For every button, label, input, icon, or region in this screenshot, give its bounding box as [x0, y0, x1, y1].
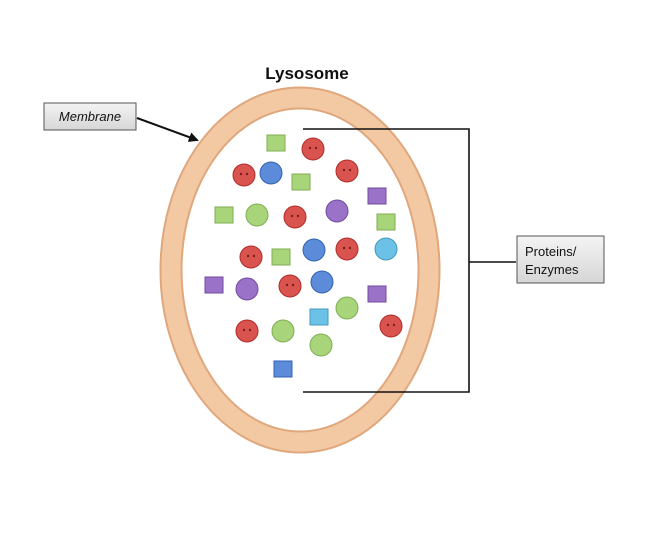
membrane-label-box	[43, 102, 137, 131]
particle-circle	[235, 277, 259, 301]
particle-square	[376, 213, 396, 231]
particle-face	[239, 245, 263, 269]
particle-square	[367, 285, 387, 303]
particle-circle	[310, 270, 334, 294]
proteins-label-line2: Enzymes	[525, 262, 579, 277]
particle-face	[232, 163, 256, 187]
particle-circle	[259, 161, 283, 185]
particle-face	[278, 274, 302, 298]
particle-square	[291, 173, 311, 191]
particle-face	[335, 237, 359, 261]
particle-group	[204, 134, 403, 378]
particle-square	[271, 248, 291, 266]
diagram-title: Lysosome	[265, 64, 348, 83]
particle-square	[214, 206, 234, 224]
particle-circle	[374, 237, 398, 261]
particle-circle	[309, 333, 333, 357]
particle-square	[367, 187, 387, 205]
particle-circle	[245, 203, 269, 227]
proteins-label-box	[516, 235, 605, 284]
particle-face	[283, 205, 307, 229]
proteins-label-line1: Proteins/	[525, 244, 577, 259]
membrane-arrow	[136, 117, 199, 142]
particle-square	[309, 308, 329, 326]
membrane-label: Membrane	[59, 109, 121, 124]
protein-bracket	[303, 128, 470, 393]
particle-face	[379, 314, 403, 338]
particle-circle	[335, 296, 359, 320]
particle-face	[301, 137, 325, 161]
particle-square	[266, 134, 286, 152]
particle-face	[235, 319, 259, 343]
particle-circle	[302, 238, 326, 262]
particle-face	[335, 159, 359, 183]
particle-circle	[271, 319, 295, 343]
particle-square	[273, 360, 293, 378]
membrane-ring-fill	[161, 88, 439, 452]
particle-circle	[325, 199, 349, 223]
particle-square	[204, 276, 224, 294]
